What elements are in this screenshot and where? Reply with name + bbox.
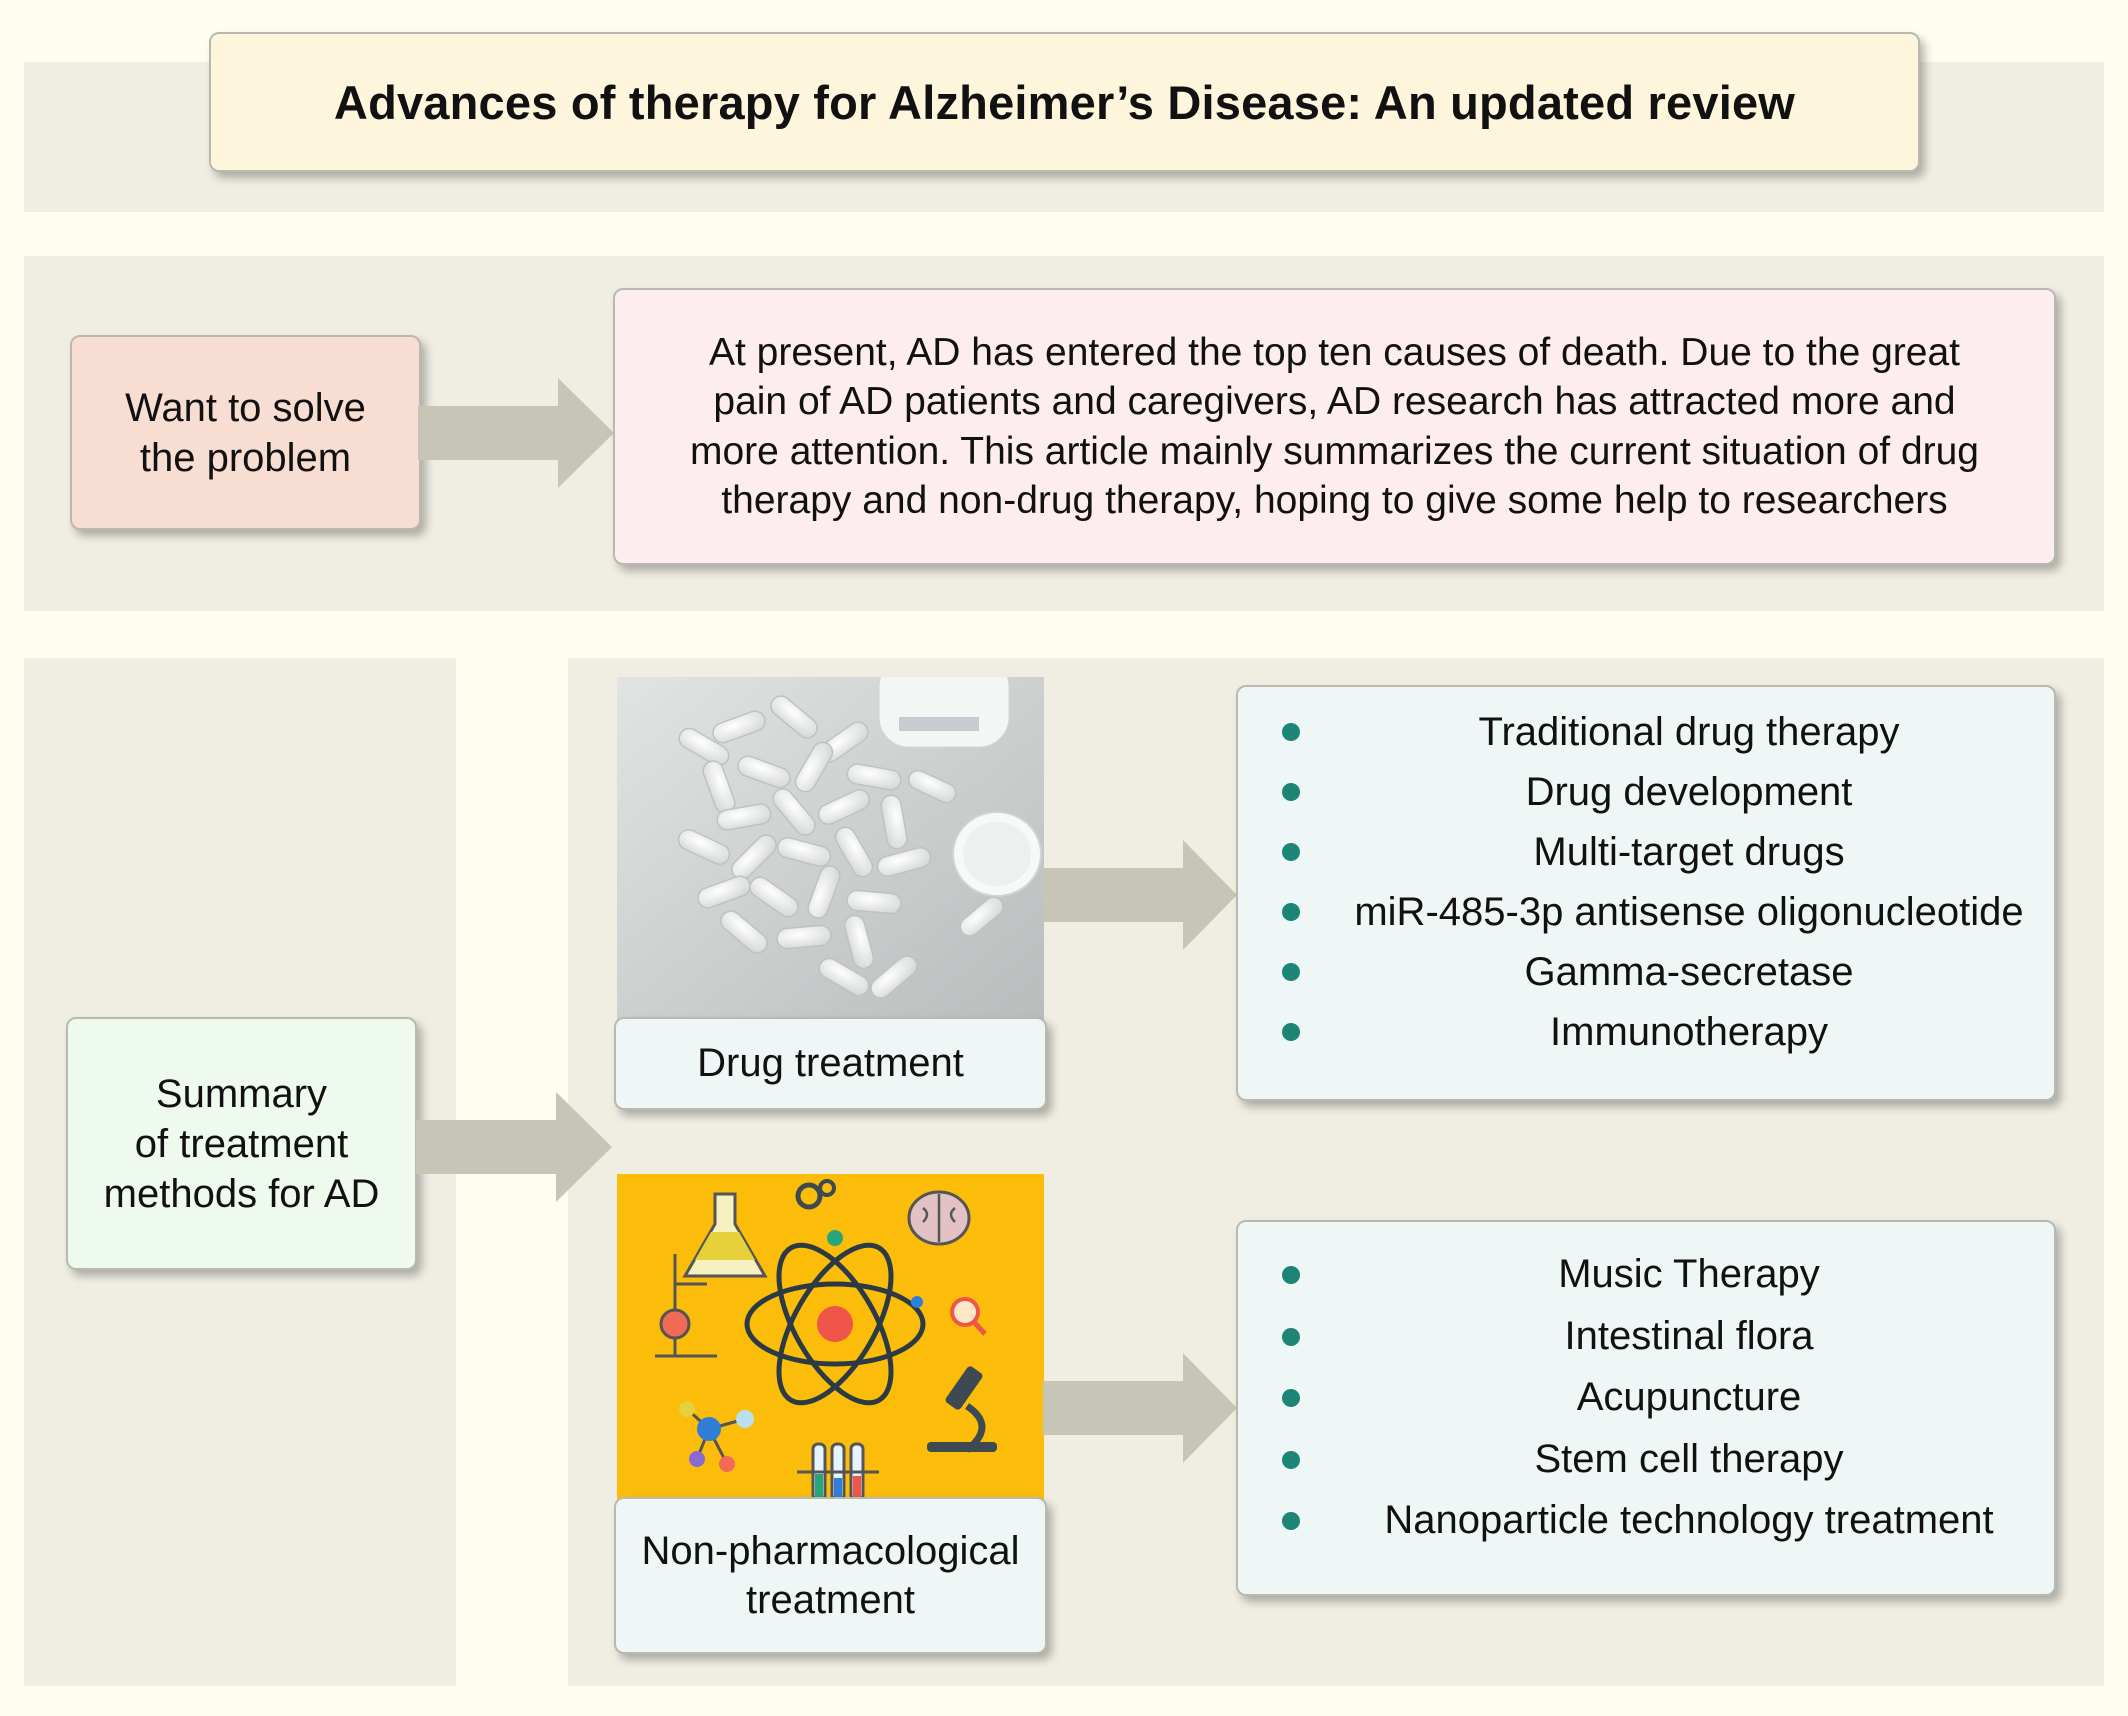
nonpharm-arrow — [1043, 1353, 1237, 1463]
summary-box: Summary of treatment methods for AD — [66, 1017, 417, 1270]
problem-box: Want to solve the problem — [70, 335, 421, 530]
drug-treatment-label-box: Drug treatment — [614, 1017, 1047, 1110]
summary-arrow — [416, 1092, 612, 1202]
description-line-3: more attention. This article mainly summ… — [690, 429, 1979, 473]
drug-item-5: Gamma-secretase — [1238, 942, 2054, 1002]
nonpharm-item-1: Music Therapy — [1238, 1244, 2054, 1306]
drug-item-6: Immunotherapy — [1238, 1002, 2054, 1062]
bullet-icon — [1282, 783, 1300, 801]
drug-item-4: miR-485-3p antisense oligonucleotide — [1238, 882, 2054, 942]
bullet-icon — [1282, 1389, 1300, 1407]
bullet-icon — [1282, 1512, 1300, 1530]
bullet-icon — [1282, 723, 1300, 741]
bullet-icon — [1282, 963, 1300, 981]
summary-line-1: Summary — [155, 1071, 328, 1116]
description-line-4: therapy and non-drug therapy, hoping to … — [721, 479, 1948, 522]
page-title: Advances of therapy for Alzheimer’s Dise… — [333, 75, 1796, 129]
drug-item-3: Multi-target drugs — [1238, 822, 2054, 882]
science-collage — [617, 1174, 1044, 1500]
title-box: Advances of therapy for Alzheimer’s Dise… — [209, 32, 1920, 172]
nonpharm-item-4: Stem cell therapy — [1238, 1429, 2054, 1491]
drug-item-2: Drug development — [1238, 762, 2054, 822]
summary-line-2: of treatment — [134, 1121, 349, 1166]
problem-arrow — [418, 378, 614, 488]
bullet-icon — [1282, 1023, 1300, 1041]
summary-line-3: methods for AD — [103, 1171, 380, 1216]
pills-photo — [617, 677, 1044, 1022]
problem-label-line2: the problem — [139, 435, 352, 480]
drug-arrow — [1043, 840, 1237, 950]
description-box: At present, AD has entered the top ten c… — [613, 288, 2056, 565]
nonpharm-list-box: Music Therapy Intestinal flora Acupunctu… — [1236, 1220, 2056, 1596]
drug-treatment-label: Drug treatment — [697, 1041, 964, 1085]
nonpharm-label-line2: treatment — [746, 1577, 915, 1622]
nonpharm-item-2: Intestinal flora — [1238, 1306, 2054, 1368]
description-line-2: pain of AD patients and caregivers, AD r… — [713, 380, 1956, 423]
nonpharm-label-line1: Non-pharmacological — [641, 1528, 1020, 1573]
bullet-icon — [1282, 843, 1300, 861]
bullet-icon — [1282, 1266, 1300, 1284]
problem-label-line1: Want to solve — [125, 385, 366, 430]
nonpharm-item-3: Acupuncture — [1238, 1367, 2054, 1429]
nonpharm-label-box: Non-pharmacological treatment — [614, 1497, 1047, 1654]
nonpharm-item-5: Nanoparticle technology treatment — [1238, 1490, 2054, 1552]
drug-item-1: Traditional drug therapy — [1238, 702, 2054, 762]
bullet-icon — [1282, 1450, 1300, 1469]
drug-list-box: Traditional drug therapy Drug developmen… — [1236, 685, 2056, 1101]
description-line-1: At present, AD has entered the top ten c… — [709, 330, 1960, 374]
bullet-icon — [1282, 1327, 1300, 1346]
bullet-icon — [1282, 903, 1300, 921]
